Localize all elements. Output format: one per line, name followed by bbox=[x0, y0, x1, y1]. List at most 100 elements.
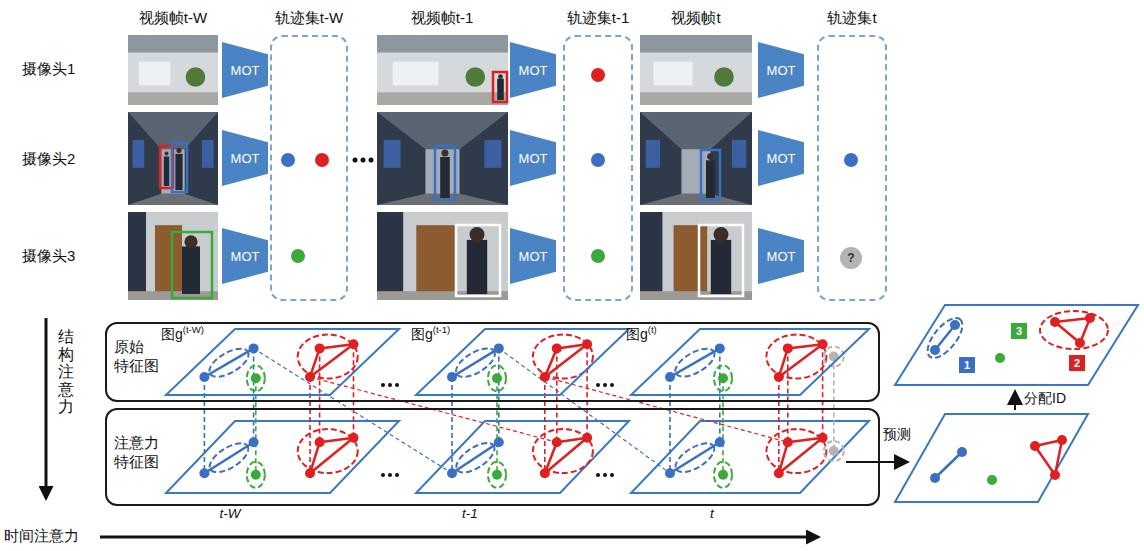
track-dot bbox=[715, 437, 725, 447]
plane-heading: 图g(t) bbox=[626, 324, 657, 344]
track-dot bbox=[315, 343, 325, 353]
frame-heading: 视频帧t-1 bbox=[411, 9, 474, 28]
photo-part bbox=[128, 212, 218, 300]
mot-block: MOT bbox=[222, 228, 268, 284]
photo-part bbox=[128, 112, 218, 205]
mot-block: MOT bbox=[510, 228, 556, 284]
photo-part bbox=[732, 140, 747, 168]
track-dot bbox=[844, 153, 858, 167]
camera-label: 摄像头2 bbox=[22, 150, 75, 169]
mot-trapezoid bbox=[222, 228, 268, 284]
photo-part bbox=[128, 92, 218, 105]
cluster-outline bbox=[714, 365, 732, 391]
mot-trapezoid bbox=[222, 42, 268, 98]
person-head bbox=[176, 148, 181, 153]
temporal-link bbox=[544, 377, 546, 473]
temporal-link bbox=[353, 344, 355, 437]
plant bbox=[714, 67, 734, 87]
track-dot bbox=[718, 373, 728, 383]
track-dot bbox=[829, 446, 839, 456]
bounding-box bbox=[493, 72, 507, 102]
mot-trapezoid bbox=[510, 130, 556, 186]
trajectory-set: 轨迹集t? bbox=[817, 35, 887, 301]
id-number: 2 bbox=[1074, 357, 1080, 369]
person-head bbox=[184, 235, 197, 248]
mot-block: MOT bbox=[510, 130, 556, 186]
track-dot bbox=[1050, 470, 1060, 480]
temporal-link bbox=[255, 378, 257, 474]
trajectory-set: 轨迹集t-W bbox=[270, 35, 348, 301]
track-dot bbox=[305, 372, 315, 382]
graph-plane bbox=[895, 305, 1138, 385]
track-dot bbox=[381, 473, 385, 477]
graph-plane: 图g(t-1) bbox=[415, 328, 630, 396]
track-dot bbox=[995, 353, 1005, 363]
track-dot bbox=[591, 153, 605, 167]
track-dot bbox=[447, 372, 457, 382]
track-dot bbox=[540, 372, 550, 382]
track-dot bbox=[540, 468, 550, 478]
mot-label: MOT bbox=[519, 249, 548, 264]
photo-part bbox=[128, 35, 218, 53]
person-head bbox=[470, 227, 485, 242]
time-tick: t-W bbox=[220, 506, 241, 521]
assign-arrow bbox=[1014, 393, 1016, 410]
plane-heading: 图g(t-1) bbox=[411, 324, 450, 344]
graph-edge bbox=[935, 452, 962, 478]
temporal-link bbox=[778, 377, 780, 473]
time-tick: t-1 bbox=[462, 506, 478, 521]
person-figure bbox=[711, 240, 731, 294]
photo-part bbox=[377, 212, 508, 300]
track-dot bbox=[361, 158, 366, 163]
track-dot bbox=[199, 372, 209, 382]
axis-label: 时间注意力 bbox=[4, 527, 79, 546]
plant bbox=[186, 67, 206, 87]
trajectory-set: 轨迹集t-1 bbox=[563, 35, 633, 301]
track-dot bbox=[591, 68, 605, 82]
track-dot bbox=[718, 470, 728, 480]
person-head bbox=[714, 227, 729, 242]
unknown-track: ? bbox=[840, 247, 862, 269]
bounding-box bbox=[456, 225, 500, 296]
track-dot bbox=[249, 343, 259, 353]
track-dot bbox=[774, 468, 784, 478]
track-dot bbox=[987, 475, 997, 485]
set-heading: 轨迹集t bbox=[827, 9, 876, 28]
time-axis-arrow bbox=[100, 536, 818, 539]
person-figure bbox=[467, 240, 487, 294]
person-figure bbox=[164, 156, 169, 186]
cluster-outline bbox=[247, 462, 265, 488]
track-dot bbox=[957, 447, 967, 457]
mot-label: MOT bbox=[519, 63, 548, 78]
graph-edge bbox=[310, 344, 354, 377]
track-dot bbox=[610, 473, 614, 477]
plane-outline bbox=[416, 329, 629, 395]
cluster-outline bbox=[247, 365, 265, 391]
track-dot bbox=[783, 437, 793, 447]
photo-part bbox=[640, 92, 752, 105]
track-dot bbox=[1030, 441, 1040, 451]
temporal-link bbox=[499, 348, 670, 473]
mot-label: MOT bbox=[231, 63, 260, 78]
photo-part bbox=[640, 35, 752, 105]
temporal-link bbox=[586, 344, 588, 437]
track-dot bbox=[388, 473, 392, 477]
temporal-link bbox=[722, 378, 724, 474]
id-square: 3 bbox=[1010, 322, 1028, 340]
photo-part bbox=[377, 35, 508, 53]
cluster-outline bbox=[298, 429, 358, 473]
graph-name: 图g bbox=[411, 326, 433, 342]
id-square: 1 bbox=[958, 356, 976, 374]
person-figure bbox=[182, 246, 200, 294]
mot-block: MOT bbox=[222, 42, 268, 98]
track-dot bbox=[395, 383, 399, 387]
track-dot bbox=[665, 468, 675, 478]
track-dot bbox=[1050, 317, 1060, 327]
mot-label: MOT bbox=[767, 63, 796, 78]
track-dot bbox=[582, 433, 592, 443]
frame-heading: 视频帧t bbox=[671, 9, 720, 28]
arrow-label: 预测 bbox=[883, 426, 911, 444]
temporal-link bbox=[451, 377, 453, 473]
camera-label: 摄像头3 bbox=[22, 247, 75, 266]
